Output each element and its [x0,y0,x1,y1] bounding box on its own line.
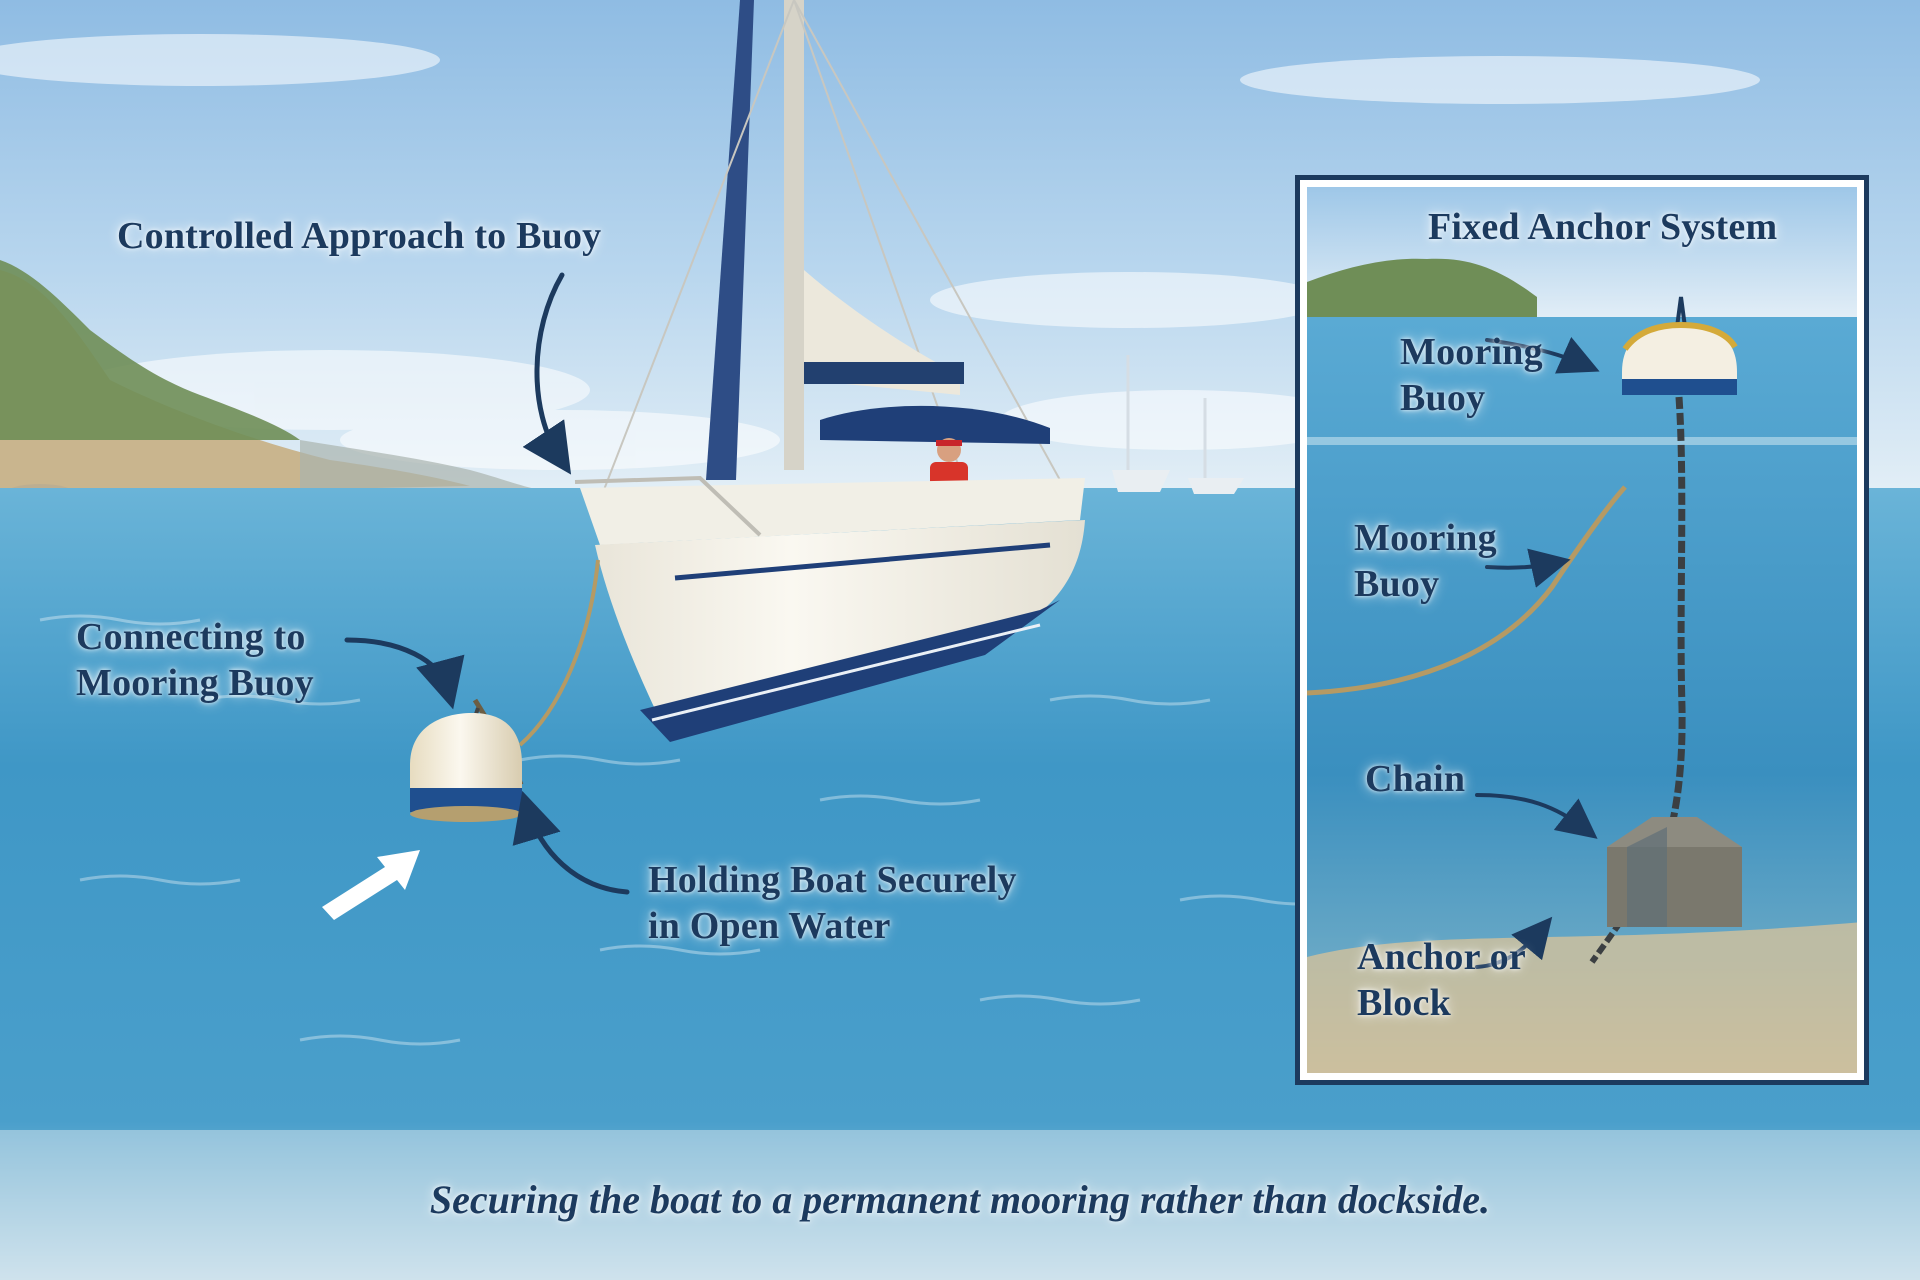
label-line: Anchor or [1357,936,1526,978]
label-holding-boat: Holding Boat Securely in Open Water [648,858,1017,949]
label-connecting-to-buoy: Connecting to Mooring Buoy [76,615,314,706]
label-line: in Open Water [648,904,891,947]
caption: Securing the boat to a permanent mooring… [429,1177,1491,1222]
label-controlled-approach: Controlled Approach to Buoy [117,215,602,257]
inset-label-surface-buoy: Mooring Buoy [1400,330,1543,421]
fixed-anchor-system-inset [1295,175,1869,1085]
label-line: Mooring [1400,331,1543,373]
label-line: Buoy [1400,376,1486,419]
inset-artwork [1307,187,1857,1073]
inset-label-anchor-block: Anchor or Block [1357,935,1526,1026]
label-line: Connecting to [76,616,306,658]
inset-label-rope-buoy: Mooring Buoy [1354,516,1497,607]
label-line: Mooring [1354,517,1497,559]
label-line: Holding Boat Securely [648,859,1017,901]
inset-title: Fixed Anchor System [1428,206,1778,248]
label-line: Block [1357,981,1451,1024]
inset-illustration [1307,187,1857,1073]
label-line: Mooring Buoy [76,661,314,704]
sailboat [518,0,1085,747]
mooring-buoy [322,698,524,920]
label-line: Buoy [1354,562,1440,605]
distant-sailboats [1112,355,1244,494]
inset-label-chain: Chain [1365,758,1466,800]
